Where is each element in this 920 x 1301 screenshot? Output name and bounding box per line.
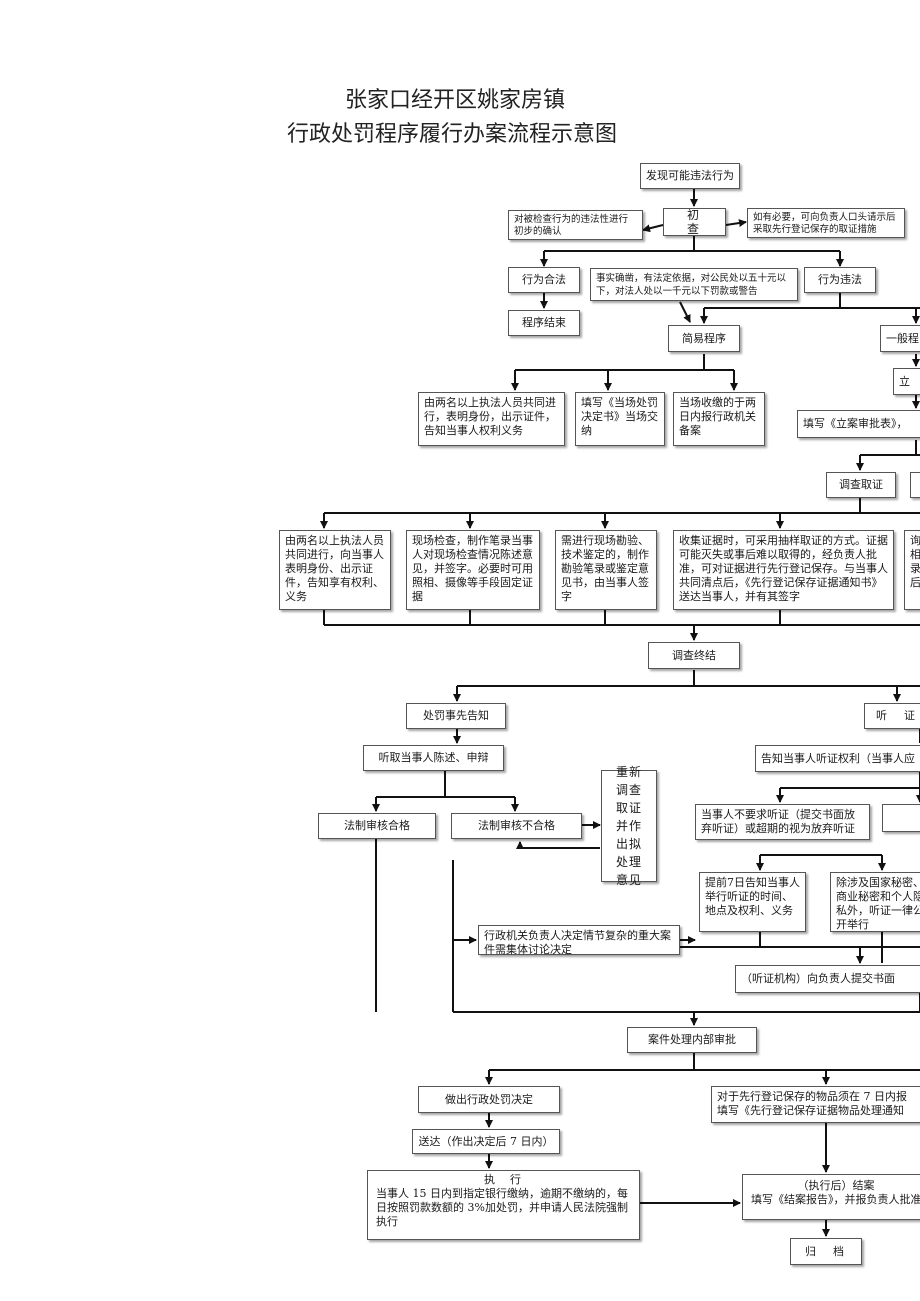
node-investigate-a: 由两名以上执法人员共同进行，向当事人表明身份、出示证件，告知享有权利、义务	[279, 530, 391, 610]
node-execute: 执 行 当事人 15 日内到指定银行缴纳，逾期不缴纳的，每日按照罚款数额的 3%…	[367, 1170, 640, 1240]
node-investigate-right	[910, 472, 920, 498]
node-investigate-c: 需进行现场勘验、技术鉴定的，制作勘验笔录或鉴定意见书，由当事人签字	[555, 530, 657, 610]
node-penalty-decision: 做出行政处罚决定	[418, 1086, 560, 1113]
node-notify-7days: 提前7日告知当事人举行听证的时间、地点及权利、义务	[699, 872, 806, 932]
node-hearing: 听 证	[864, 703, 920, 729]
node-listen-statement: 听取当事人陈述、申辩	[363, 745, 504, 771]
execute-body: 当事人 15 日内到指定银行缴纳，逾期不缴纳的，每日按照罚款数额的 3%加处罚，…	[376, 1187, 628, 1228]
note-simple-conditions: 事实确凿，有法定依据，对公民处以五十元以下，对法人处以一千元以下罚款或警告	[590, 268, 798, 301]
node-legal: 行为合法	[508, 267, 580, 293]
node-hearing-report: （听证机构）向负责人提交书面	[735, 965, 920, 993]
node-investigate-d: 收集证据时，可采用抽样取证的方式。证据可能灭失或事后难以取得的，经负责人批准，可…	[673, 530, 894, 610]
node-review-pass: 法制审核合格	[318, 813, 436, 839]
close-body: 填写《结案报告》，并报负责人批准	[751, 1193, 920, 1206]
node-simple-procedure: 简易程序	[668, 325, 740, 352]
diagram-title-line1: 张家口经开区姚家房镇	[345, 88, 566, 113]
node-investigate-e: 询 相 录 后	[904, 530, 920, 610]
node-collective-decision: 行政机关负责人决定情节复杂的重大案件需集体讨论决定	[478, 925, 680, 956]
node-discover: 发现可能违法行为	[640, 163, 740, 189]
node-serve: 送达（作出决定后 7 日内）	[412, 1129, 560, 1154]
node-simple-a: 由两名以上执法人员共同进行，表明身份，出示证件，告知当事人权利义务	[418, 392, 565, 446]
node-general-procedure: 一般程	[880, 325, 920, 352]
node-hearing-right	[882, 804, 920, 832]
node-prior-notice: 处罚事先告知	[406, 703, 506, 729]
node-illegal: 行为违法	[804, 267, 876, 293]
node-hearing-notice: 告知当事人听证权利（当事人应	[755, 745, 920, 772]
close-title: （执行后）结案	[797, 1179, 875, 1192]
execute-title: 执 行	[484, 1173, 523, 1186]
node-investigation-end: 调查终结	[648, 642, 740, 669]
node-public-hearing: 除涉及国家秘密、商业秘密和个人隐私外，听证一律公开举行	[830, 872, 920, 932]
node-simple-c: 当场收缴的于两日内报行政机关备案	[673, 392, 765, 446]
node-procedure-end: 程序结束	[508, 310, 580, 336]
node-filing: 立	[893, 368, 920, 395]
node-simple-b: 填写《当场处罚决定书》当场交纳	[575, 392, 665, 446]
node-reinvestigate: 重新调查取证并作出拟处理意见	[601, 765, 657, 887]
node-initial-check: 初 查	[663, 208, 729, 236]
node-storage-note: 对于先行登记保存的物品须在 7 日内报 填写《先行登记保存证据物品处理通知	[711, 1086, 920, 1123]
diagram-title-line2: 行政处罚程序履行办案流程示意图	[287, 122, 618, 147]
note-initial-right: 如有必要，可向负责人口头请示后采取先行登记保存的取证措施	[747, 208, 905, 238]
node-archive: 归 档	[790, 1238, 862, 1265]
node-investigate: 调查取证	[826, 472, 896, 498]
note-initial-left: 对被检查行为的违法性进行初步的确认	[508, 210, 643, 240]
node-investigate-b: 现场检查，制作笔录当事人对现场检查情况陈述意见，并签字。必要时可用照相、摄像等手…	[406, 530, 540, 610]
node-filing-form: 填写《立案审批表》，	[797, 410, 920, 438]
node-internal-approval: 案件处理内部审批	[627, 1027, 757, 1053]
node-review-fail: 法制审核不合格	[451, 813, 582, 839]
node-close-case: （执行后）结案 填写《结案报告》，并报负责人批准	[742, 1174, 920, 1220]
node-no-hearing: 当事人不要求听证（提交书面放弃听证）或超期的视为放弃听证	[695, 804, 870, 840]
